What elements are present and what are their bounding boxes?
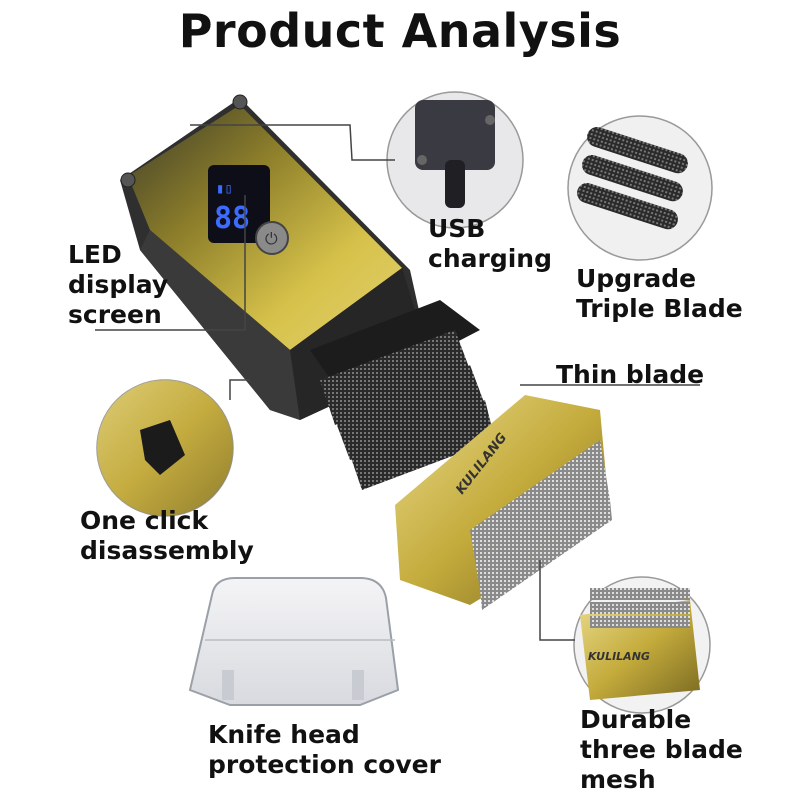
usb-inset bbox=[386, 91, 524, 229]
power-button bbox=[255, 221, 289, 255]
label-one-click: One click disassembly bbox=[80, 506, 254, 565]
mesh-inset: KULILANG bbox=[573, 576, 711, 714]
led-display bbox=[208, 165, 270, 243]
label-usb-charging: USB charging bbox=[428, 214, 552, 273]
triple-blade-inset bbox=[567, 115, 713, 261]
screw-icon bbox=[232, 94, 248, 110]
thin-blade-head: KULILANG bbox=[395, 395, 612, 610]
one-click-inset bbox=[96, 379, 234, 517]
protection-cover bbox=[188, 577, 400, 706]
screw-icon bbox=[120, 172, 136, 188]
triple-blade-assembly bbox=[310, 300, 495, 490]
release-button-icon bbox=[140, 420, 185, 475]
page-title: Product Analysis bbox=[178, 4, 622, 58]
leader-lines bbox=[95, 124, 700, 641]
usb-port-icon bbox=[445, 160, 465, 208]
label-triple-blade: Upgrade Triple Blade bbox=[576, 264, 743, 323]
label-thin-blade: Thin blade bbox=[556, 360, 705, 389]
led-battery-icon: ▮▯ bbox=[216, 181, 233, 197]
label-led-display: LED display screen bbox=[68, 240, 169, 329]
led-digits: 88 bbox=[214, 201, 250, 236]
mesh-brand-logo: KULILANG bbox=[588, 650, 650, 663]
label-protection-cover: Knife head protection cover bbox=[208, 720, 441, 779]
power-icon: ⏻ bbox=[265, 229, 278, 248]
label-three-blade-mesh: Durable three blade mesh bbox=[580, 705, 743, 794]
